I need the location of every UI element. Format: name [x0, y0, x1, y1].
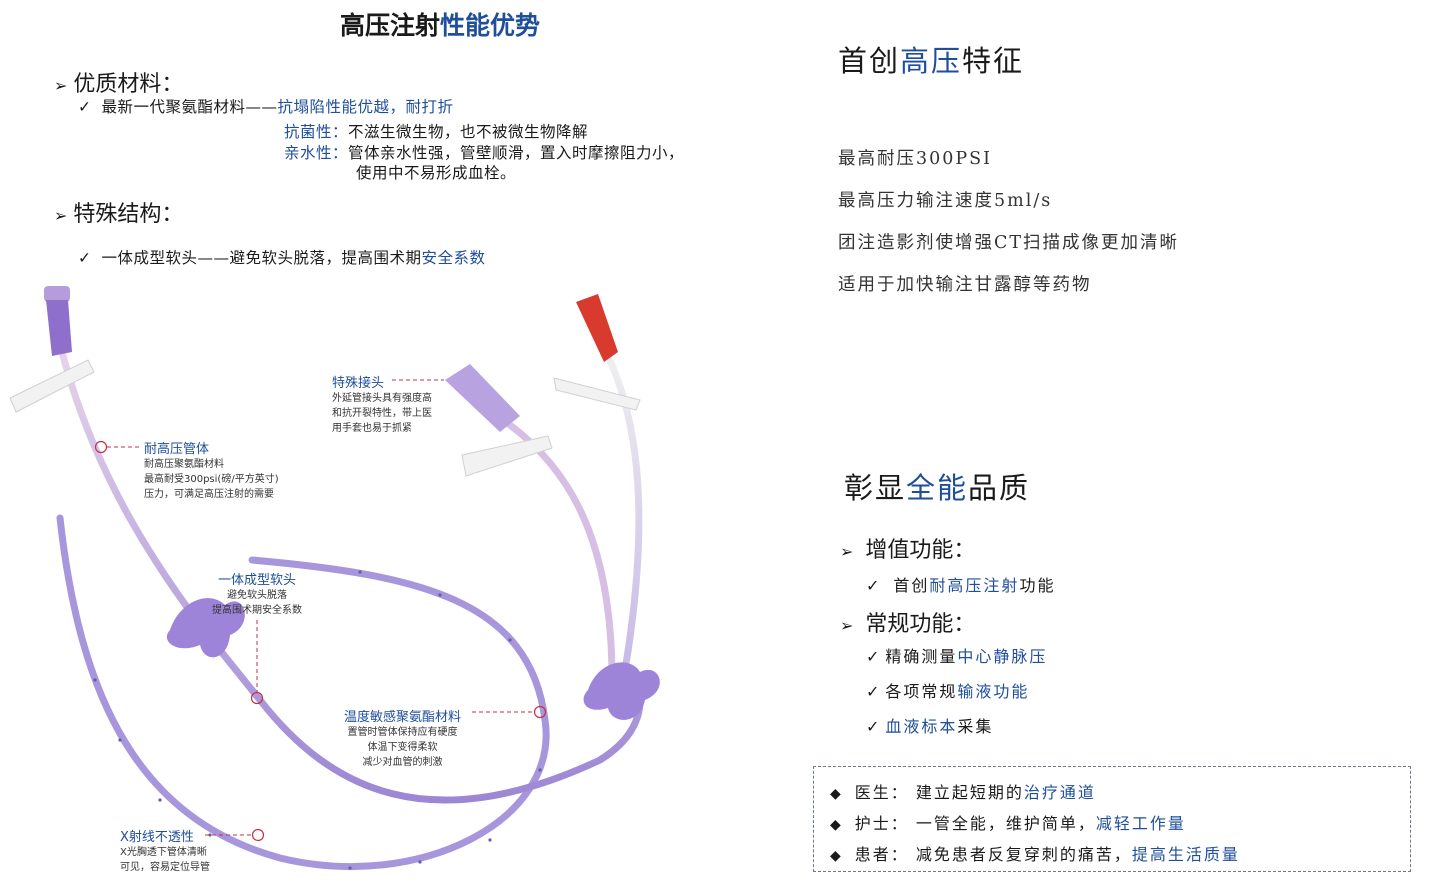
catheter-illustration [9, 286, 660, 870]
check-icon: ✓ [866, 647, 882, 666]
arrow-icon: ➢ [54, 76, 68, 95]
arrow-icon: ➢ [54, 206, 68, 225]
junction-wing-left [166, 598, 245, 658]
materials-bullet: ✓最新一代聚氨酯材料——抗塌陷性能优越，耐打折 [78, 98, 454, 116]
diamond-icon: ◆ [830, 817, 843, 833]
catheter-tube-middle [506, 421, 616, 674]
red-hub [553, 294, 641, 411]
check-icon: ✓ [866, 717, 882, 736]
catheter-tube-left [58, 348, 644, 804]
regular-bullet-2: ✓各项常规输液功能 [866, 682, 1030, 701]
value-added-bullet: ✓首创耐高压注射功能 [866, 576, 1056, 595]
regular-bullet-3: ✓血液标本采集 [866, 717, 994, 736]
feature-line-4: 适用于加快输注甘露醇等药物 [838, 275, 1092, 295]
check-icon: ✓ [866, 682, 882, 701]
check-icon: ✓ [78, 249, 92, 267]
benefit-nurse: ◆护士： 一管全能，维护简单，减轻工作量 [830, 814, 1186, 833]
benefit-doctor: ◆医生： 建立起短期的治疗通道 [830, 783, 1096, 802]
feature-line-3: 团注造影剂使增强CT扫描成像更加清晰 [838, 233, 1180, 253]
diamond-icon: ◆ [830, 848, 843, 864]
structure-bullet: ✓一体成型软头——避免软头脱落，提高围术期安全系数 [78, 249, 486, 267]
junction-wing-right [583, 662, 660, 720]
check-icon: ✓ [78, 98, 92, 116]
hydrophilic-item: 亲水性：管体亲水性强，管壁顺滑，置入时摩擦阻力小， [284, 144, 685, 162]
arrow-icon: ➢ [840, 616, 854, 635]
page-title: 高压注射性能优势 [340, 11, 541, 40]
purple-hub-left [9, 286, 95, 413]
section-materials-heading: ➢优质材料： [54, 72, 184, 97]
benefits-box: ◆医生： 建立起短期的治疗通道 ◆护士： 一管全能，维护简单，减轻工作量 ◆患者… [813, 766, 1411, 872]
hydrophilic-item-cont: 使用中不易形成血栓。 [356, 164, 517, 182]
annotation-soft-tip: 一体成型软头 避免软头脱落 提高围术期安全系数 [212, 573, 302, 616]
purple-hub-middle [445, 364, 553, 477]
first-high-pressure-title: 首创高压特征 [838, 44, 1025, 78]
catheter-tube-right [601, 346, 643, 674]
benefit-patient: ◆患者： 减免患者反复穿刺的痛苦，提高生活质量 [830, 845, 1240, 864]
all-round-quality-title: 彰显全能品质 [844, 471, 1031, 505]
annotation-pressure-tube: 耐高压管体 耐高压聚氨酯材料 最高耐受300psi(磅/平方英寸) 压力，可满足… [144, 442, 279, 500]
feature-line-2: 最高压力输注速度5ml/s [838, 191, 1053, 211]
arrow-icon: ➢ [840, 542, 854, 561]
check-icon: ✓ [866, 576, 882, 595]
catheter-tube-long [56, 514, 550, 870]
section-structure-heading: ➢特殊结构： [54, 202, 184, 227]
antibacterial-item: 抗菌性：不滋生微生物，也不被微生物降解 [284, 123, 589, 141]
annotation-temperature-material: 温度敏感聚氨酯材料 置管时管体保持应有硬度 体温下变得柔软 减少对血管的刺激 [344, 710, 462, 768]
annotation-xray: X射线不透性 X光胸透下管体清晰 可见，容易定位导管 [120, 830, 210, 873]
diamond-icon: ◆ [830, 786, 843, 802]
regular-functions-heading: ➢常规功能： [840, 612, 976, 637]
regular-bullet-1: ✓精确测量中心静脉压 [866, 647, 1048, 666]
annotation-connector: 特殊接头 外延管接头具有强度高 和抗开裂特性，带上医 用手套也易于抓紧 [332, 376, 432, 434]
value-added-heading: ➢增值功能： [840, 538, 976, 563]
feature-line-1: 最高耐压300PSI [838, 149, 993, 169]
